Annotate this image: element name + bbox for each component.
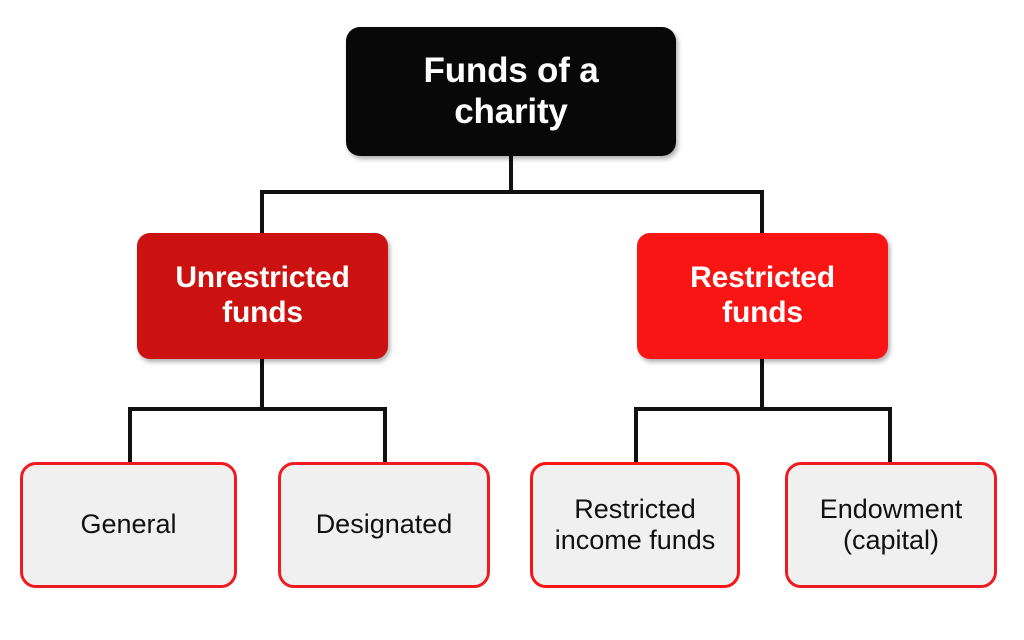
node-restricted-funds[interactable]: Restricted funds <box>637 233 888 359</box>
node-restricted-income-funds[interactable]: Restricted income funds <box>530 462 740 588</box>
node-unrestricted-funds[interactable]: Unrestricted funds <box>137 233 388 359</box>
node-designated[interactable]: Designated <box>278 462 490 588</box>
node-endowment-capital[interactable]: Endowment (capital) <box>785 462 997 588</box>
node-funds-of-a-charity[interactable]: Funds of a charity <box>346 27 676 156</box>
node-general[interactable]: General <box>20 462 237 588</box>
